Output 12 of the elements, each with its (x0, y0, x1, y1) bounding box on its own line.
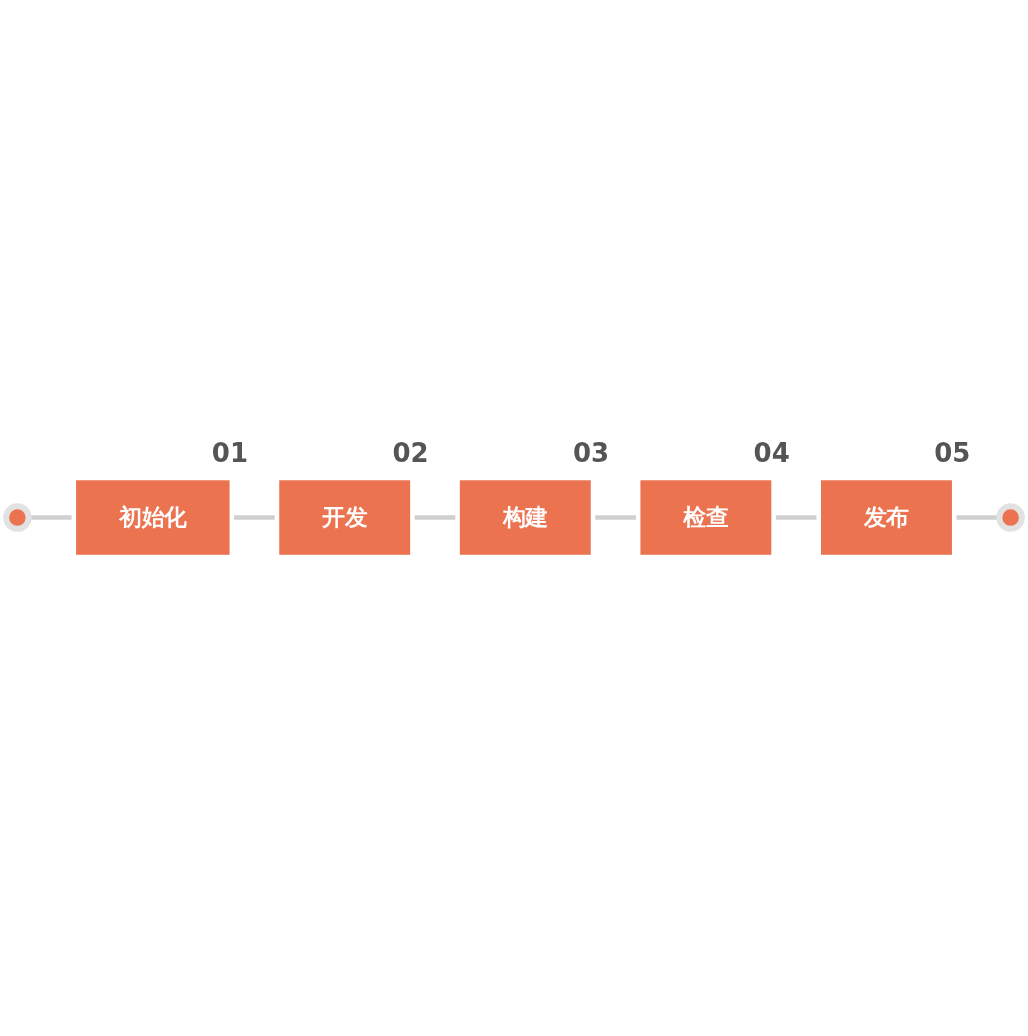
step-number: 04 (753, 438, 790, 469)
connector (231, 515, 277, 521)
step-number: 01 (211, 438, 248, 469)
step-number: 05 (934, 438, 971, 469)
connector (412, 515, 458, 521)
step-number: 03 (573, 438, 610, 469)
connector (773, 515, 819, 521)
step-number: 02 (392, 438, 429, 469)
connector (28, 515, 74, 521)
connector (593, 515, 639, 521)
node-circle (3, 503, 32, 533)
node-circle (996, 503, 1025, 533)
